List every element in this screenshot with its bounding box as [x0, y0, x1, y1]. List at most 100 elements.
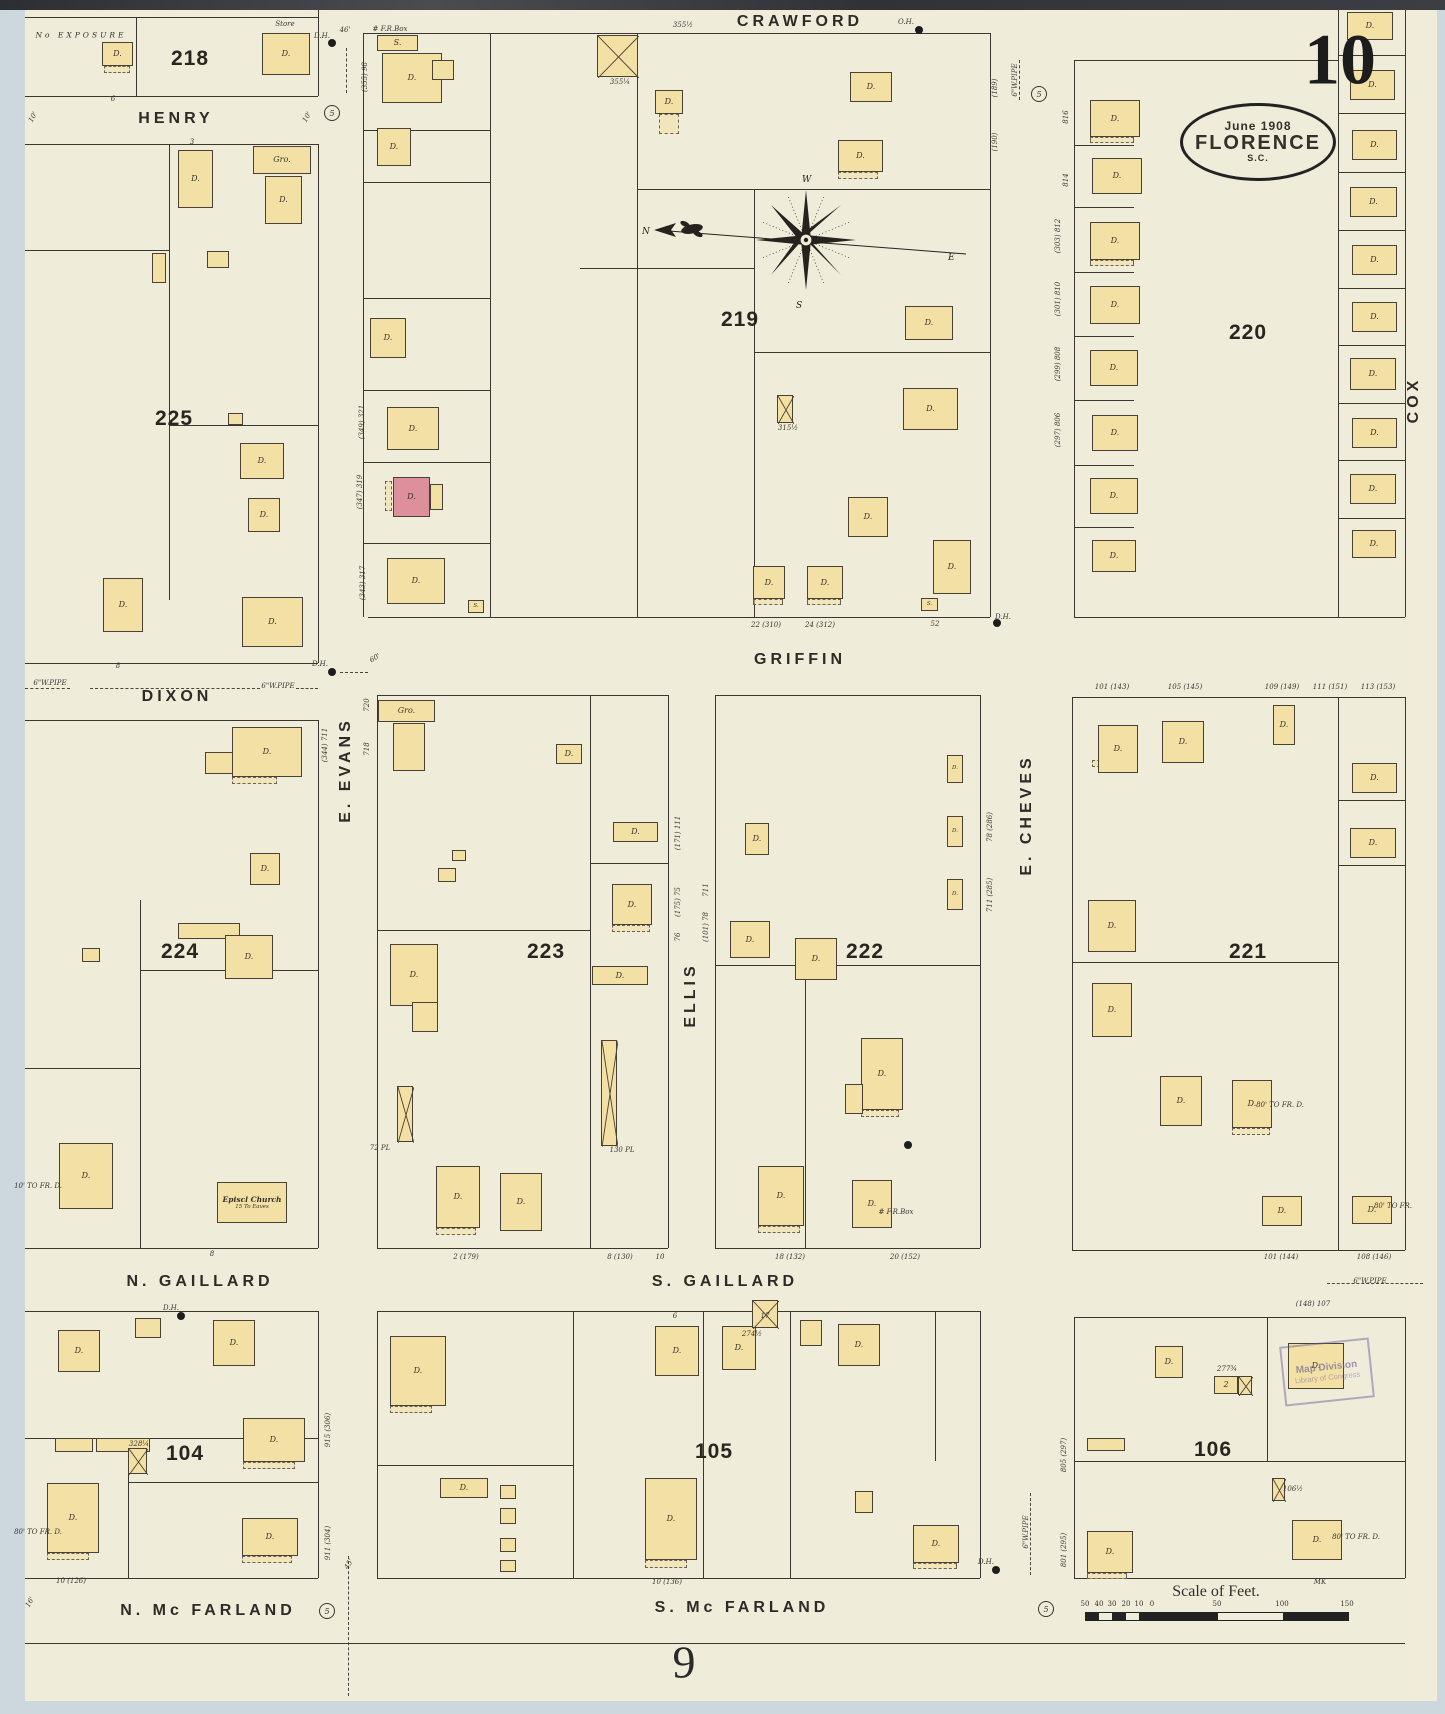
porch-outline — [1090, 260, 1134, 266]
building-use-label: D. — [672, 1346, 682, 1355]
lot-line — [1338, 518, 1405, 519]
compass-rose: N W S E — [641, 175, 967, 311]
hydrant-dot — [328, 668, 336, 676]
building-use-label: D. — [820, 577, 830, 587]
lot-line — [1338, 865, 1405, 866]
frame-building — [152, 253, 166, 283]
frame-building — [393, 723, 425, 771]
building-use-label: D. — [564, 749, 574, 758]
frame-building: D. — [1350, 358, 1396, 390]
address-tick-label: 274½ — [741, 1330, 763, 1338]
compass-e: E — [947, 253, 955, 263]
building-use-label: D. — [1279, 720, 1289, 729]
lot-line — [363, 182, 490, 183]
lot-line — [1074, 1578, 1405, 1579]
lot-line — [580, 268, 754, 269]
address-tick-label: (297) 806 — [1054, 412, 1062, 448]
porch-outline — [232, 777, 277, 784]
frame-building: D. — [655, 90, 683, 114]
building-use-label: D. — [1370, 255, 1379, 264]
lot-line — [377, 1465, 573, 1466]
building-use-label: D. — [1368, 80, 1377, 89]
address-tick-label: # F.R.Box — [878, 1208, 914, 1216]
lot-line — [377, 1248, 668, 1249]
building-use-label: D. — [259, 510, 269, 519]
porch-outline — [47, 1553, 89, 1560]
frame-building: D. — [240, 443, 284, 479]
building-use-label: D. — [1110, 236, 1120, 245]
scale-segment — [1086, 1613, 1099, 1620]
lot-line — [1074, 272, 1134, 273]
building-use-label: D. — [229, 1338, 239, 1347]
frame-building: D. — [1262, 1196, 1302, 1226]
frame-building: D. — [655, 1326, 699, 1376]
adjacent-sheet-number: 9 — [672, 1636, 696, 1688]
frame-building — [855, 1491, 873, 1513]
scale-number: 30 — [1107, 1600, 1117, 1608]
scale-number: 50 — [1212, 1600, 1222, 1608]
frame-building: D. — [903, 388, 958, 430]
frame-building: D. — [390, 944, 438, 1006]
scale-number: 10 — [1134, 1600, 1144, 1608]
frame-building: D. — [1292, 1520, 1342, 1560]
building-use-label: D. — [877, 1069, 887, 1078]
x-mark-icon — [398, 1087, 414, 1143]
building-use-label: D. — [615, 970, 625, 980]
frame-building: D. — [1350, 187, 1397, 217]
scale-number: 20 — [1121, 1600, 1131, 1608]
building-use-label: D. — [244, 952, 254, 961]
building-use-label: D. — [281, 49, 291, 58]
building-use-label: D. — [1110, 300, 1120, 309]
frame-building: D. — [1092, 983, 1132, 1037]
page-edge-top — [0, 0, 1445, 10]
frame-building: D. — [225, 935, 273, 979]
street-label: N. Mc FARLAND — [120, 1602, 296, 1619]
building-use-label: S. — [926, 600, 933, 607]
building-use-label: D. — [1311, 1361, 1321, 1370]
lot-line — [363, 390, 490, 391]
address-tick-label: 315½ — [777, 424, 799, 432]
frame-building — [178, 923, 240, 939]
frame-building — [412, 1002, 438, 1032]
address-tick-label: 6 — [110, 95, 116, 103]
lot-line — [715, 695, 716, 1248]
address-tick-label: D.H. — [978, 1558, 994, 1566]
lot-line — [377, 1578, 980, 1579]
page-edge-bottom — [25, 1701, 1437, 1714]
street-label: HENRY — [138, 110, 214, 127]
building-use-label: D. — [1107, 921, 1117, 930]
scale-bar — [1085, 1612, 1349, 1621]
porch-outline — [390, 1406, 432, 1413]
hydrant-dot — [992, 1566, 1000, 1574]
porch-outline — [243, 1462, 295, 1469]
address-tick-label: 720 — [363, 698, 371, 712]
lot-line — [318, 1311, 319, 1578]
badge-date: June 1908 — [1224, 119, 1292, 134]
water-pipe-dashed-line — [1030, 1493, 1031, 1575]
building-use-label: D. — [866, 82, 876, 91]
building-use-label: Gro. — [273, 155, 291, 164]
address-tick-label: 355½ — [672, 21, 694, 29]
building-use-label: D. — [764, 577, 774, 587]
hydrant-dot — [993, 619, 1001, 627]
building-use-label: D. — [118, 600, 128, 609]
circled-number-marker: 5 — [319, 1603, 335, 1619]
address-tick-label: 277¾ — [1216, 1365, 1238, 1373]
block-number: 219 — [720, 308, 760, 331]
building-use-label: D. — [1368, 369, 1378, 378]
address-tick-label: (301) 810 — [1054, 281, 1062, 317]
lot-line — [590, 863, 668, 864]
address-tick-label: 46' — [339, 26, 351, 34]
address-tick-label: 6 — [672, 1312, 678, 1320]
block-number: 106 — [1193, 1438, 1233, 1461]
x-mark-icon — [598, 36, 639, 78]
lot-line — [754, 189, 755, 617]
x-mark-icon — [753, 1301, 779, 1329]
building-use-label: D. — [952, 765, 958, 772]
scale-number: 150 — [1340, 1600, 1354, 1608]
frame-building: D. — [1350, 828, 1396, 858]
address-tick-label: (343) 317 — [359, 565, 367, 601]
lot-line — [128, 1482, 318, 1483]
lot-line — [368, 617, 990, 618]
lot-line — [377, 930, 590, 931]
